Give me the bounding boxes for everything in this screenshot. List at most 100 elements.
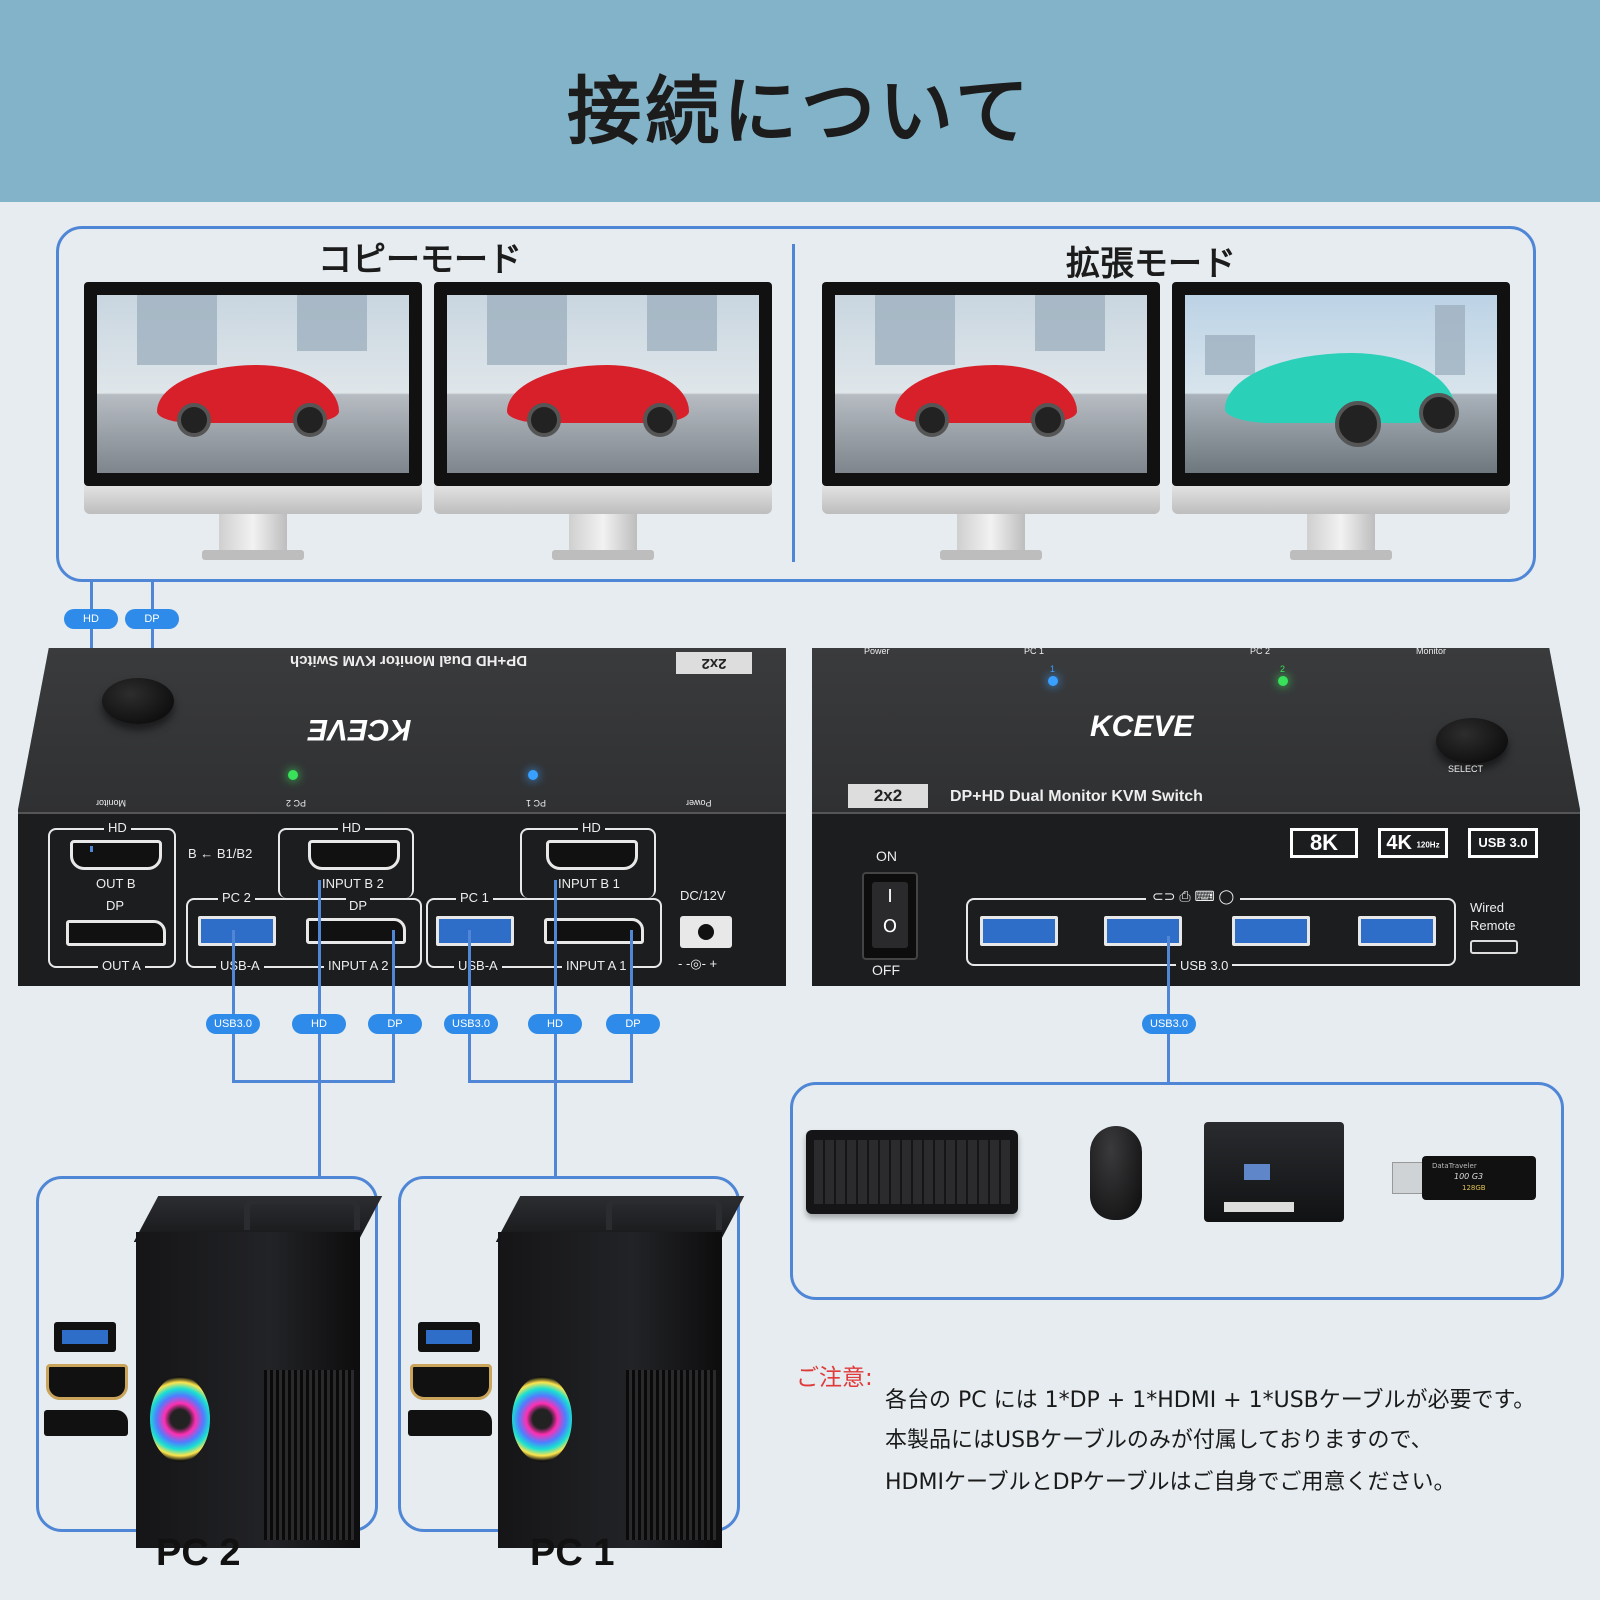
left-brand-logo: KCEVE	[308, 713, 412, 746]
pc1-dp-port-icon	[408, 1410, 492, 1436]
peripherals-panel	[790, 1082, 1564, 1300]
dc-power-jack[interactable]	[680, 916, 732, 948]
input-b1-hdmi-port[interactable]	[546, 840, 638, 870]
front-usb-port-3[interactable]	[1232, 916, 1310, 946]
left-led-pc1: PC 1	[526, 798, 547, 808]
right-pc2-led	[1278, 676, 1288, 686]
pc2-dp-port-icon	[44, 1410, 128, 1436]
tag-pc1-dp: DP	[606, 1014, 660, 1034]
badge-8k: 8K	[1290, 828, 1358, 858]
pc1-dp-wire	[630, 930, 633, 1082]
usb-peripheral-wire	[1167, 936, 1170, 1082]
pc2-tower-handle	[244, 1198, 360, 1230]
note-heading: ご注意:	[796, 1365, 873, 1391]
pc1-port-group	[426, 898, 662, 968]
monitor-extend-right	[1172, 282, 1510, 564]
pc1-bundle-wire	[468, 1080, 633, 1083]
right-pc1-led	[1048, 676, 1058, 686]
out-a-label: OUT A	[98, 958, 145, 973]
switch-off-label: OFF	[872, 962, 900, 978]
right-led-pc2: PC 2	[1250, 646, 1271, 656]
pc1-rgb-fan	[512, 1376, 572, 1462]
right-led-monitor: Monitor	[1416, 646, 1447, 656]
left-led-power: Power	[686, 798, 712, 808]
title-banner	[0, 0, 1600, 202]
left-led-monitor: Monitor	[96, 798, 127, 808]
usb-flash-drive-image: DataTraveler 100 G3 128GB	[1392, 1156, 1536, 1200]
peripheral-icons: ⊂⊃ ⎙ ⌨ ◯	[1146, 888, 1241, 905]
hd-cable-into-port	[90, 846, 93, 852]
right-brand-logo: KCEVE	[1090, 710, 1194, 743]
right-model-text: DP+HD Dual Monitor KVM Switch	[950, 788, 1203, 805]
flash-drive-model: 100 G3	[1454, 1172, 1484, 1181]
pc2-hdmi-port-icon	[46, 1364, 128, 1400]
input-b1-label: INPUT B 1	[558, 876, 620, 891]
copy-mode-title: コピーモード	[318, 240, 522, 280]
page-title: 接続について	[567, 69, 1033, 155]
input-b2-label: INPUT B 2	[322, 876, 384, 891]
pc2-dp-wire	[392, 930, 395, 1082]
front-usb-port-1[interactable]	[980, 916, 1058, 946]
pc2-usb-a-label: USB-A	[216, 958, 264, 973]
tag-pc2-hd: HD	[292, 1014, 346, 1034]
dc-12v-label: DC/12V	[680, 888, 726, 903]
pc2-led	[288, 770, 298, 780]
front-usb-port-2[interactable]	[1104, 916, 1182, 946]
pc2-hd-label: HD	[338, 820, 365, 835]
pc1-usb-a-label: USB-A	[454, 958, 502, 973]
tag-pc1-usb: USB3.0	[444, 1014, 498, 1034]
pc1-tower-handle	[606, 1198, 722, 1230]
out-a-dp-port[interactable]	[66, 920, 166, 946]
tag-pc2-usb: USB3.0	[206, 1014, 260, 1034]
pc2-group-label: PC 2	[218, 890, 255, 905]
monitor-screen-red-car	[447, 295, 759, 473]
out-dp-label: DP	[106, 898, 125, 913]
select-knob[interactable]	[102, 678, 174, 724]
input-a1-dp-port[interactable]	[544, 918, 644, 944]
right-pc1-number: 1	[1050, 664, 1056, 674]
out-b-hdmi-port[interactable]	[70, 840, 162, 870]
pc1-label: PC 1	[530, 1532, 615, 1574]
remote-label: Remote	[1470, 918, 1516, 933]
monitor-screen-red-car	[835, 295, 1147, 473]
monitor-screen-red-car	[97, 295, 409, 473]
pc2-usb-wire	[232, 930, 235, 1082]
input-a1-label: INPUT A 1	[562, 958, 631, 973]
badge-usb30: USB 3.0	[1468, 828, 1538, 858]
pc1-usb-wire	[468, 930, 471, 1082]
tag-pc2-dp: DP	[368, 1014, 422, 1034]
tag-right-usb: USB3.0	[1142, 1014, 1196, 1034]
b-b1b2-label: B ← B1/B2	[188, 846, 253, 861]
pc2-rgb-fan	[150, 1376, 210, 1462]
keyboard-image	[806, 1130, 1018, 1214]
monitor-extend-left	[822, 282, 1160, 564]
tag-hd-top: HD	[64, 609, 118, 629]
tag-pc1-hd: HD	[528, 1014, 582, 1034]
left-2x2-badge: 2x2	[676, 652, 752, 674]
pc1-group-label: PC 1	[456, 890, 493, 905]
left-model-text: DP+HD Dual Monitor KVM Switch	[290, 652, 528, 669]
switch-on-label: ON	[876, 848, 897, 864]
note-line-3: HDMIケーブルとDPケーブルはご自身でご用意ください。	[885, 1470, 1456, 1495]
right-select-knob[interactable]	[1436, 718, 1508, 764]
input-a2-label: INPUT A 2	[324, 958, 393, 973]
pc1-hdmi-port-icon	[410, 1364, 492, 1400]
monitor-screen-teal-car	[1185, 295, 1497, 473]
pc1-usb-port-icon	[418, 1322, 480, 1352]
note-line-1: 各台の PC には 1*DP + 1*HDMI + 1*USBケーブルが必要です…	[885, 1388, 1536, 1413]
left-led-pc2: PC 2	[286, 798, 307, 808]
mouse-image	[1090, 1126, 1142, 1220]
pc2-label: PC 2	[156, 1532, 241, 1574]
wired-remote-port[interactable]	[1470, 940, 1518, 954]
pc2-dp-label: DP	[346, 898, 371, 913]
input-a2-dp-port[interactable]	[306, 918, 406, 944]
note-line-2: 本製品にはUSBケーブルのみが付属しておりますので、	[885, 1428, 1433, 1453]
pc2-usb-a-port[interactable]	[198, 916, 276, 946]
badge-120hz-text: 120Hz	[1416, 840, 1440, 850]
badge-4k-text: 4K	[1386, 832, 1412, 854]
pc1-usb-a-port[interactable]	[436, 916, 514, 946]
input-b2-hdmi-port[interactable]	[308, 840, 400, 870]
front-usb-port-4[interactable]	[1358, 916, 1436, 946]
